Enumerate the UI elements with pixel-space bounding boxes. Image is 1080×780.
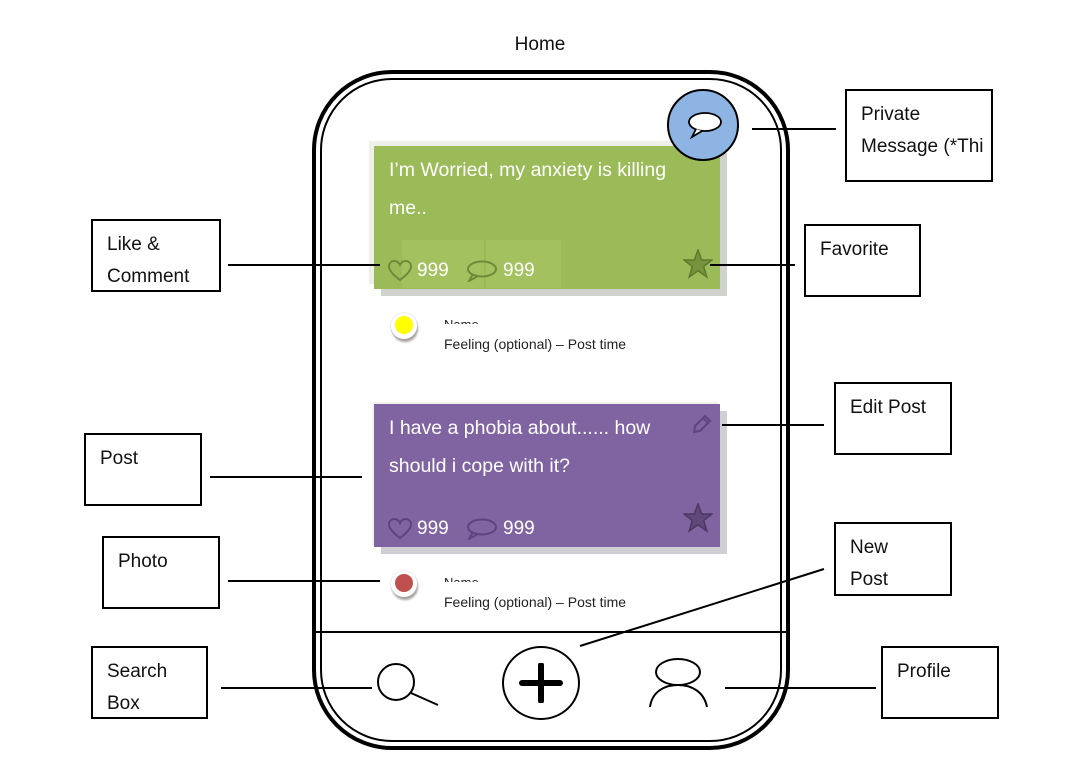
post-text: I’m Worried, my anxiety is killing me.. [389, 159, 667, 219]
like-button[interactable]: 999 [388, 252, 449, 290]
phone-frame-inner [320, 78, 782, 742]
heart-icon [388, 260, 412, 282]
annotation-profile: Profile [881, 646, 999, 719]
author-meta: Feeling (optional) – Post time [444, 336, 627, 352]
connector-post [210, 476, 362, 478]
connector-favorite [710, 264, 795, 266]
post-card[interactable]: I have a phobia about...... how should i… [374, 404, 720, 547]
post-text: I have a phobia about...... how should i… [389, 417, 651, 477]
annotation-private-message: Private Message (*Thi [845, 89, 993, 182]
author-name: Name [444, 572, 479, 582]
phone-frame-outer [312, 70, 790, 750]
like-count: 999 [417, 260, 449, 281]
connector-private-message [752, 128, 836, 130]
comment-button[interactable]: 999 [466, 510, 535, 548]
page-title: Home [514, 34, 566, 55]
private-message-button[interactable] [667, 89, 739, 161]
user-icon[interactable] [644, 656, 714, 710]
plus-icon [519, 663, 563, 703]
avatar-photo [395, 316, 413, 334]
connector-search-box [221, 687, 372, 689]
speech-bubble-icon [467, 260, 497, 282]
annotation-photo: Photo [102, 536, 220, 609]
star-icon[interactable] [683, 503, 713, 533]
heart-icon [388, 518, 412, 540]
comment-button[interactable]: 999 [466, 252, 535, 290]
comment-count: 999 [503, 260, 535, 281]
annotation-search-box: Search Box [91, 646, 208, 719]
author-name: Name [444, 314, 479, 324]
connector-profile [725, 687, 876, 689]
annotation-post: Post [84, 433, 202, 506]
connector-like-comment [228, 264, 380, 266]
like-button[interactable]: 999 [388, 510, 449, 548]
annotation-like-comment: Like & Comment [91, 219, 221, 292]
chat-bubble-icon [688, 112, 722, 139]
pencil-icon[interactable] [690, 412, 714, 436]
avatar-photo [395, 574, 413, 592]
connector-new-post [579, 568, 825, 647]
like-count: 999 [417, 518, 449, 539]
annotation-favorite: Favorite [804, 224, 921, 297]
star-icon[interactable] [683, 249, 713, 279]
author-meta: Feeling (optional) – Post time [444, 594, 627, 610]
new-post-button[interactable] [502, 646, 580, 720]
bottom-nav-divider [316, 631, 786, 633]
post-card[interactable]: I’m Worried, my anxiety is killing me.. … [374, 146, 720, 289]
comment-count: 999 [503, 518, 535, 539]
connector-edit-post [722, 424, 824, 426]
annotation-new-post: New Post [834, 522, 952, 596]
magnifier-icon[interactable] [374, 660, 444, 710]
annotation-edit-post: Edit Post [834, 382, 952, 455]
connector-photo [228, 580, 380, 582]
speech-bubble-icon [467, 518, 497, 540]
